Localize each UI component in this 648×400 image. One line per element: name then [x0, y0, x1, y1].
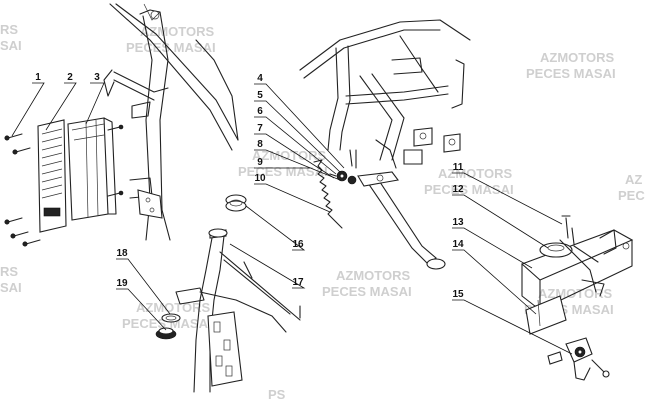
- watermark-partial: PS: [268, 387, 286, 400]
- callout-3: 3: [94, 72, 100, 83]
- watermark-partial: SAI: [0, 38, 22, 53]
- callout-11: 11: [453, 162, 464, 173]
- callout-5: 5: [257, 90, 263, 101]
- watermark-partial: PEC: [618, 188, 645, 203]
- callout-19: 19: [116, 278, 128, 289]
- callout-10: 10: [254, 173, 266, 184]
- watermark-line1: AZMOTORS: [540, 50, 614, 65]
- watermark-partial: SAI: [0, 280, 22, 295]
- watermark-line2: PECES MASAI: [526, 66, 616, 81]
- watermark-partial: RS: [0, 264, 18, 279]
- radiator-assembly: [4, 3, 239, 247]
- callout-6: 6: [257, 106, 263, 117]
- callout-14: 14: [452, 239, 464, 250]
- watermark-line1: AZMOTORS: [136, 300, 210, 315]
- callout-4: 4: [257, 73, 263, 84]
- watermark-line2: PECES MASAI: [424, 182, 514, 197]
- callout-7: 7: [257, 123, 263, 134]
- kickstand-assembly: [299, 19, 471, 270]
- callout-2: 2: [67, 72, 73, 83]
- watermark-line1: AZMOTORS: [438, 166, 512, 181]
- bolts-left: [4, 124, 124, 247]
- callout-9: 9: [257, 157, 263, 168]
- callout-16: 16: [292, 239, 304, 250]
- callout-labels: 1 2 3 4 5 6 7 8 9 10 11 12 13 14 15 16 1…: [35, 72, 464, 300]
- callout-1: 1: [35, 72, 41, 83]
- callout-15: 15: [452, 289, 464, 300]
- callout-17: 17: [292, 277, 304, 288]
- watermark-partial: AZ: [625, 172, 642, 187]
- watermark-line2: PECES MASAI: [238, 164, 328, 179]
- steering-stem-assembly: [155, 194, 301, 393]
- callout-12: 12: [452, 184, 464, 195]
- watermark-line1: AZMOTORS: [140, 24, 214, 39]
- leader-lines: [11, 82, 573, 355]
- radiator-grille-slats: [41, 128, 63, 199]
- switch-bracket-assembly: [520, 215, 634, 381]
- callout-8: 8: [257, 139, 263, 150]
- watermark-line2: PECES MASAI: [322, 284, 412, 299]
- watermark-partial: RS: [0, 22, 18, 37]
- callout-13: 13: [452, 217, 464, 228]
- watermark-line2: PECES MASAI: [122, 316, 212, 331]
- watermark-line1: AZMOTORS: [336, 268, 410, 283]
- callout-18: 18: [116, 248, 128, 259]
